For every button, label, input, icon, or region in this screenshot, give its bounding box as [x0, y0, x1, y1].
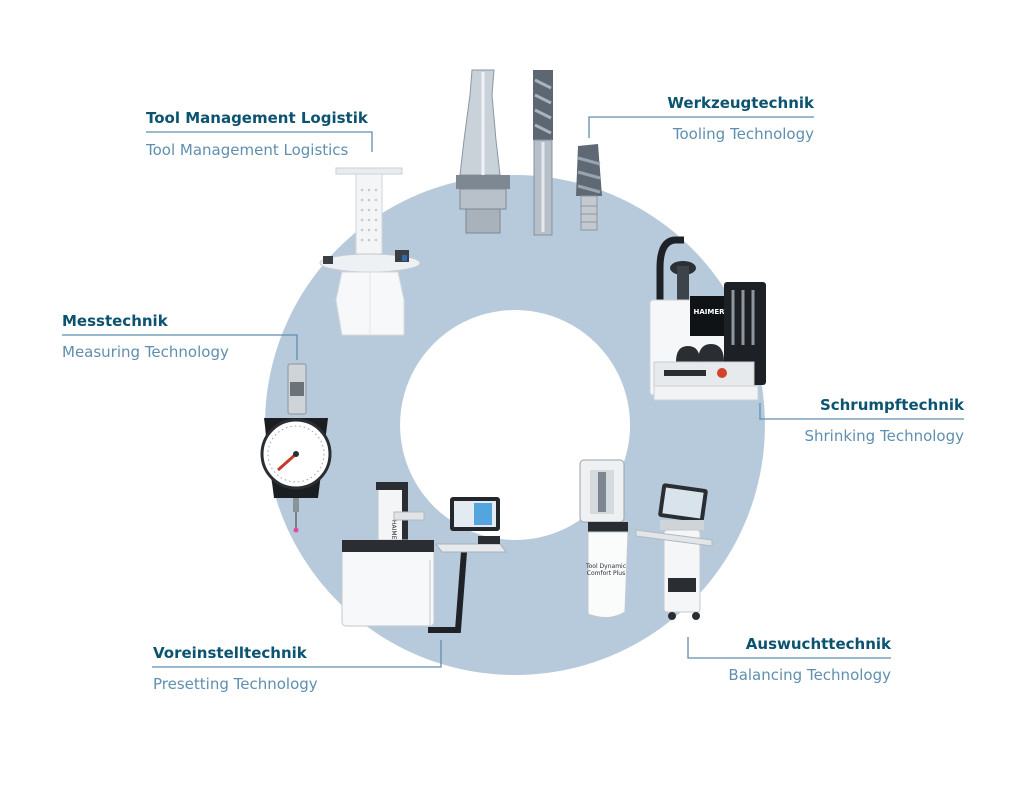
label-presetting-en: Presetting Technology	[153, 675, 318, 693]
connector-balancing	[687, 637, 891, 659]
connector-tooling	[588, 116, 814, 138]
connector-measuring	[62, 334, 298, 360]
shrink-fit-machine-icon: HAIMER	[649, 236, 766, 401]
connector-lines	[62, 116, 964, 668]
tool-presetter-icon	[341, 482, 507, 633]
shrink-brand-text: HAIMER	[693, 308, 725, 316]
connector-logistics	[146, 131, 373, 152]
presetter-brand-text: HAIMER	[390, 520, 397, 544]
label-tooling-de: Werkzeugtechnik	[667, 94, 814, 112]
label-logistics-en: Tool Management Logistics	[146, 141, 349, 159]
tool-holder-and-end-mill-icon	[456, 69, 602, 236]
connector-shrinking	[759, 403, 964, 420]
tool-storage-tower-icon	[319, 167, 421, 336]
dial-gauge-icon	[260, 363, 332, 533]
label-shrinking-de: Schrumpftechnik	[819, 396, 964, 414]
label-measuring-de: Messtechnik	[62, 312, 168, 330]
label-tooling-en: Tooling Technology	[672, 125, 814, 143]
label-shrinking-en: Shrinking Technology	[804, 427, 964, 445]
label-presetting-de: Voreinstelltechnik	[153, 644, 307, 662]
label-balancing-en: Balancing Technology	[728, 666, 891, 684]
label-balancing-de: Auswuchttechnik	[745, 635, 891, 653]
connector-presetting	[152, 640, 442, 668]
label-logistics-de: Tool Management Logistik	[146, 109, 368, 127]
label-measuring-en: Measuring Technology	[62, 343, 229, 361]
